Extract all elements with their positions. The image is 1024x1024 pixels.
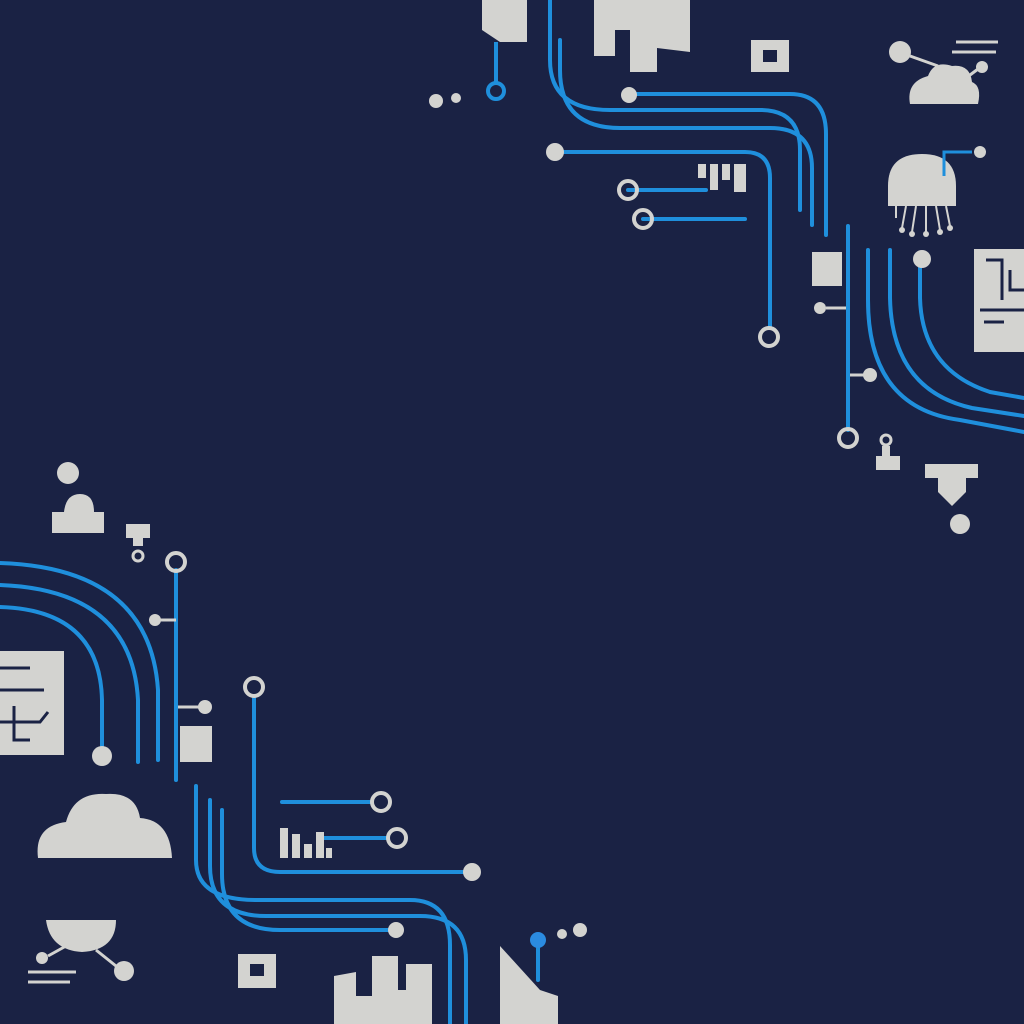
block-icon — [180, 726, 212, 762]
chip-icon — [974, 249, 1024, 352]
dots — [429, 93, 461, 108]
connector-icon — [876, 433, 900, 470]
building-icon — [334, 946, 558, 1024]
bar-chart-icon — [280, 828, 332, 858]
circuit-cluster-bottom-left — [0, 462, 587, 1024]
trace-nodes — [546, 87, 970, 534]
curved-traces — [548, 0, 1024, 434]
cloud-icon — [37, 793, 172, 858]
stem-node — [486, 42, 506, 101]
curved-traces — [0, 561, 540, 1024]
robot-dome-icon — [888, 146, 986, 237]
window-icon — [751, 40, 789, 72]
window-icon — [238, 954, 276, 988]
trace-nodes — [92, 551, 587, 948]
cloud-network-icon — [889, 40, 998, 104]
block-icon — [812, 252, 842, 286]
circuit-cluster-top-right — [429, 0, 1024, 534]
cloud-network-icon — [28, 920, 134, 984]
plug-icon — [925, 464, 978, 506]
bar-chart-icon — [698, 164, 746, 192]
connector-icon — [126, 524, 150, 563]
chip-icon — [0, 651, 64, 755]
dome-icon — [52, 462, 104, 533]
building-icon — [482, 0, 690, 72]
